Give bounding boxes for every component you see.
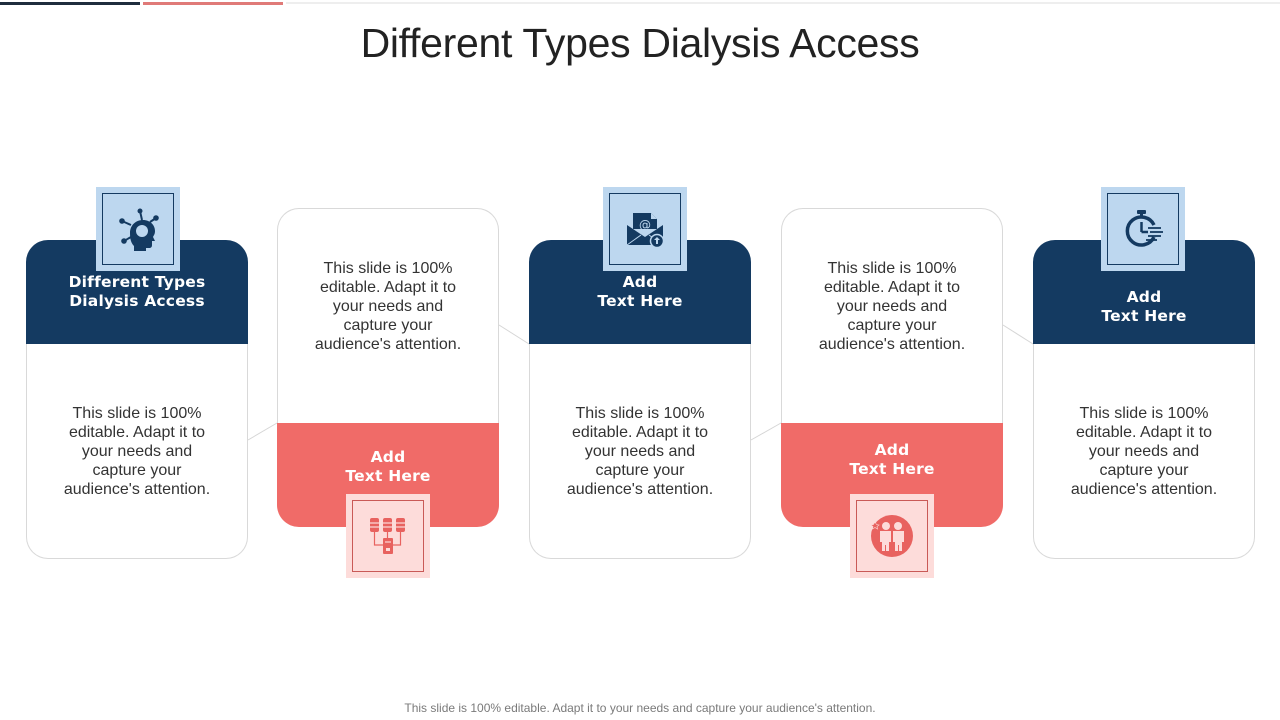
card-2-heading-line1: Add — [370, 448, 406, 466]
card-4-heading-line1: Add — [874, 441, 910, 459]
card-4-icon-box — [850, 494, 934, 578]
card-1-heading-line2: Dialysis Access — [69, 292, 205, 310]
card-2: This slide is 100% editable. Adapt it to… — [277, 208, 499, 528]
top-bar-gray — [286, 2, 1280, 4]
card-5-icon-box — [1101, 187, 1185, 271]
card-1-icon-box — [96, 187, 180, 271]
card-2-icon-box — [346, 494, 430, 578]
head-network-icon — [119, 208, 159, 251]
card-3-heading-line1: Add — [622, 273, 658, 291]
email-upload-icon: @ — [626, 213, 665, 249]
card-2-body: This slide is 100% editable. Adapt it to… — [277, 208, 499, 423]
card-5-heading-line1: Add — [1126, 288, 1162, 306]
card-3-body: This slide is 100% editable. Adapt it to… — [529, 344, 751, 559]
card-4-body: This slide is 100% editable. Adapt it to… — [781, 208, 1003, 423]
card-1-heading-line1: Different Types — [68, 273, 206, 291]
top-bar-navy — [0, 2, 140, 5]
top-bar-coral — [143, 2, 283, 5]
card-4-heading-line2: Text Here — [849, 460, 935, 478]
card-2-heading-line2: Text Here — [345, 467, 431, 485]
stopwatch-icon — [1125, 210, 1163, 247]
card-1-body: This slide is 100% editable. Adapt it to… — [26, 344, 248, 559]
slide-footer: This slide is 100% editable. Adapt it to… — [404, 701, 876, 715]
server-network-icon — [370, 518, 405, 554]
card-3-heading-line2: Text Here — [597, 292, 683, 310]
two-people-icon — [870, 515, 913, 557]
card-3-icon-box: @ — [603, 187, 687, 271]
svg-text:@: @ — [639, 218, 651, 232]
card-4: This slide is 100% editable. Adapt it to… — [781, 208, 1003, 528]
card-5-heading-line2: Text Here — [1101, 307, 1187, 325]
card-5-body: This slide is 100% editable. Adapt it to… — [1033, 344, 1255, 559]
slide-title: Different Types Dialysis Access — [360, 20, 920, 66]
